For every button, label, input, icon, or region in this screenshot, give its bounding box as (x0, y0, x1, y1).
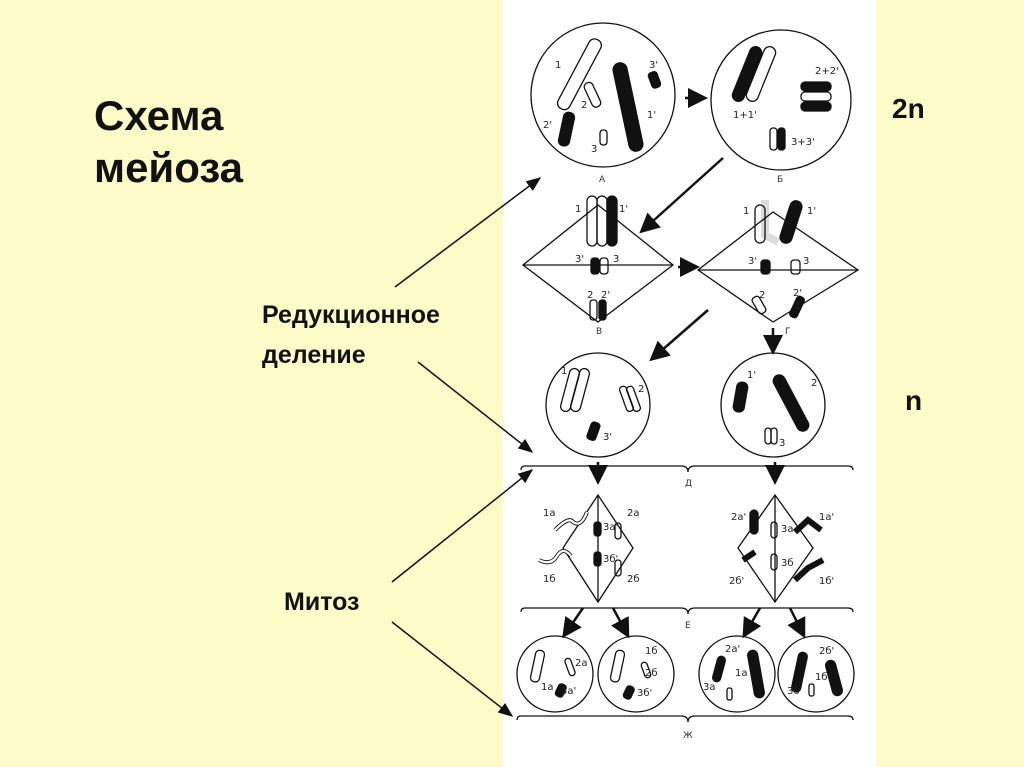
stage-label-d: Д (685, 479, 692, 489)
label-zh1-3ap: 3а' (561, 686, 576, 697)
label-e2-1ap: 1а' (819, 512, 834, 523)
brace-d (520, 465, 854, 473)
label-b-11: 1+1' (733, 110, 757, 121)
label-zh3-2ap: 2а' (725, 644, 740, 655)
spindle-stage-e-left (538, 493, 634, 604)
label-zh1-1a: 1а (541, 682, 554, 693)
chromosome-3-prime (647, 70, 662, 89)
label-e1-3ap: 3а' (603, 522, 618, 533)
label-e1-1a: 1а (543, 508, 556, 519)
arrow-reduction-start (394, 177, 542, 288)
meiosis-diagram: 1 2 2' 3 3' 1' А 2+2' 1+1' 3+3' Б (516, 22, 860, 741)
label-v-1p: 1' (619, 204, 628, 215)
label-g-1: 1 (743, 206, 749, 217)
label-d1-3p: 3' (603, 432, 612, 443)
label-b-22: 2+2' (815, 66, 839, 77)
chromosome-2 (583, 81, 602, 108)
label-haploid: n (905, 385, 923, 416)
label-diploid: 2n (892, 93, 925, 124)
label-v-2p: 2' (601, 290, 610, 301)
label-d2-2p: 2' (811, 378, 820, 389)
stage-label-g: Г (785, 327, 791, 337)
label-e2-2ap: 2а' (731, 512, 746, 523)
label-g-2: 2 (759, 290, 765, 301)
label-v-1: 1 (575, 204, 581, 215)
label-d1-1: 1 (561, 366, 567, 377)
label-a-3: 3 (591, 144, 597, 155)
chromosome-1-prime (612, 62, 644, 152)
label-e2-2bp: 2б' (729, 576, 744, 587)
label-v-3: 3 (613, 254, 619, 265)
label-zh2-1b: 1б (645, 646, 658, 657)
brace-e (520, 607, 854, 615)
label-d2-3: 3 (779, 438, 785, 449)
label-v-3p: 3' (575, 254, 584, 265)
cell-stage-a (530, 22, 676, 168)
label-zh4-3b: 3б (787, 686, 800, 697)
label-g-3: 3 (803, 256, 809, 267)
cell-stage-zh-2 (597, 635, 675, 713)
label-v-2: 2 (587, 290, 593, 301)
cell-stage-d-right (720, 352, 826, 458)
label-a-1p: 1' (647, 110, 656, 121)
arrow-mitosis-start (391, 469, 534, 583)
cell-stage-zh-3 (698, 635, 776, 713)
stage-label-zh: Ж (683, 731, 693, 741)
label-g-3p: 3' (748, 256, 757, 267)
label-e2-3a: 3а (781, 524, 794, 535)
spindle-stage-g (696, 200, 860, 323)
label-mitosis: Митоз (284, 588, 360, 616)
label-g-2p: 2' (793, 288, 802, 299)
label-e2-1bp: 1б' (819, 576, 834, 587)
chromosome-1 (556, 38, 603, 111)
label-zh1-2a: 2а (575, 658, 588, 669)
stage-label-e: Е (685, 621, 691, 631)
label-zh3-1a: 1а (735, 668, 748, 679)
chromosome-3 (599, 129, 608, 146)
label-zh4-2bp: 2б' (819, 646, 834, 657)
stage-label-b: Б (777, 175, 783, 185)
label-e1-2b: 2б (627, 574, 640, 585)
label-zh2-2b: 2б (645, 668, 658, 679)
label-e1-2a: 2а (627, 508, 640, 519)
label-a-1: 1 (555, 60, 561, 71)
label-a-3p: 3' (649, 60, 658, 71)
stage-label-a: А (599, 175, 606, 185)
label-zh2-3bp: 3б' (637, 688, 652, 699)
arrow-mitosis-end (391, 621, 514, 717)
label-e1-1b: 1б (543, 574, 556, 585)
cell-stage-zh-1 (516, 635, 594, 713)
label-zh3-3a: 3а (703, 682, 716, 693)
spindle-stage-v (521, 195, 675, 323)
label-e1-3bp: 3б' (603, 554, 618, 565)
label-g-1p: 1' (807, 206, 816, 217)
chromosome-2-prime (557, 111, 576, 147)
cell-stage-d-left (545, 352, 651, 458)
cell-stage-b (710, 29, 852, 171)
label-d1-2: 2 (638, 384, 644, 395)
page-title: Схема мейоза (94, 92, 244, 191)
label-b-33: 3+3' (791, 137, 815, 148)
label-a-2: 2 (581, 100, 587, 111)
arrow-reduction-end (417, 361, 534, 453)
brace-zh (516, 715, 854, 723)
cell-stage-zh-4 (777, 635, 855, 713)
label-e2-3b: 3б (781, 558, 794, 569)
label-d2-1p: 1' (747, 370, 756, 381)
label-reduction-division: Редукционное деление (262, 301, 440, 369)
spindle-stage-e-right (737, 493, 825, 604)
label-zh4-1bp: 1б' (815, 672, 830, 683)
stage-label-v: В (596, 327, 602, 337)
label-a-2p: 2' (543, 120, 552, 131)
